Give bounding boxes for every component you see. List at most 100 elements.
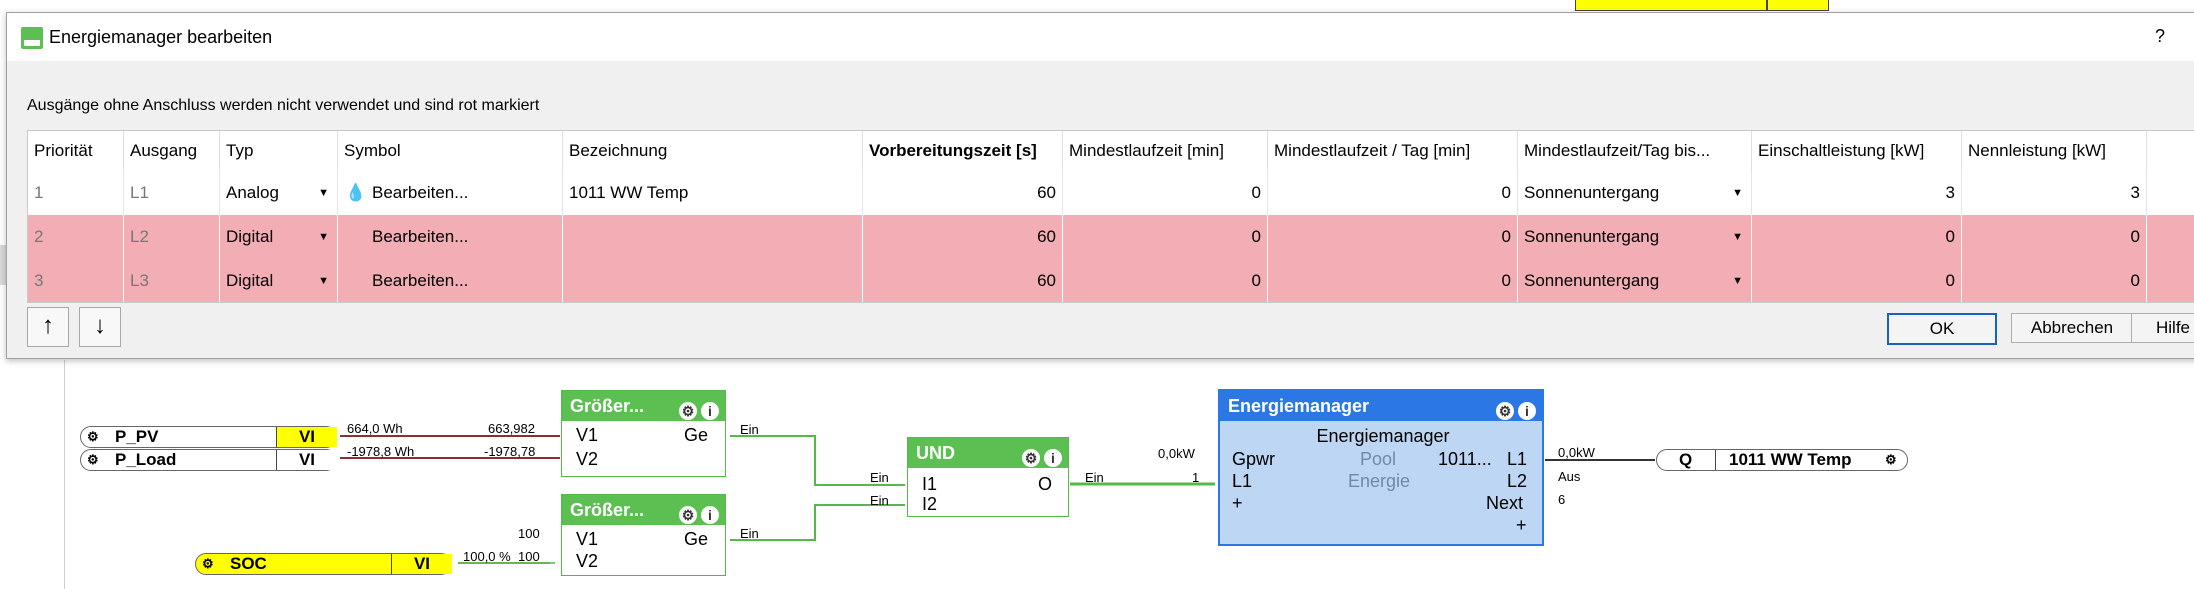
cell-mindestlaufzeit-tag[interactable]: 0	[1268, 171, 1518, 215]
gear-icon[interactable]: ⚙	[87, 429, 99, 444]
until-select[interactable]: Sonnenuntergang▼	[1518, 259, 1752, 302]
background-block	[1575, 0, 1829, 11]
add-input-icon[interactable]: +	[1232, 493, 1243, 513]
col-einschaltleistung[interactable]: Einschaltleistung [kW]	[1752, 131, 1962, 171]
wire-value: Ein	[870, 470, 889, 485]
until-select[interactable]: Sonnenuntergang▼	[1518, 171, 1752, 215]
output-o: O	[1038, 474, 1053, 494]
input-name: P_Load	[115, 450, 177, 469]
table-row[interactable]: 1 L1 Analog ▼ 💧 Bearbeiten... 1011 WW Temp…	[28, 171, 2194, 215]
info-icon[interactable]: i	[1044, 449, 1062, 467]
cell-prioritaet: 3	[28, 259, 124, 302]
col-bezeichnung[interactable]: Bezeichnung	[563, 131, 863, 171]
cell-nennleistung[interactable]: 0	[1962, 215, 2147, 259]
help-icon[interactable]: ?	[2155, 26, 2166, 46]
col-mindestlaufzeit[interactable]: Mindestlaufzeit [min]	[1063, 131, 1268, 171]
info-icon[interactable]: i	[1518, 402, 1536, 420]
move-up-button[interactable]: ↑	[27, 307, 69, 347]
add-output-icon[interactable]: +	[1516, 515, 1527, 535]
cell-bezeichnung[interactable]	[563, 259, 863, 302]
cell-bezeichnung[interactable]: 1011 WW Temp	[563, 171, 863, 215]
wire-value: 100	[518, 549, 540, 564]
gear-icon[interactable]: ⚙	[1022, 449, 1040, 467]
info-icon[interactable]: i	[701, 402, 719, 420]
col-prioritaet[interactable]: Priorität	[28, 131, 124, 171]
canvas-guide-line	[64, 360, 65, 589]
table-row-unconnected[interactable]: 2 L2 Digital▼ Bearbeiten... 60 0 0 Sonne…	[28, 215, 2194, 259]
chevron-down-icon[interactable]: ▼	[318, 275, 329, 287]
col-typ[interactable]: Typ	[220, 131, 338, 171]
symbol-edit[interactable]: Bearbeiten...	[338, 215, 563, 259]
chevron-down-icon[interactable]: ▼	[1732, 231, 1743, 243]
symbol-edit-label: Bearbeiten...	[372, 183, 469, 202]
input-p-pv[interactable]: ⚙ P_PV VI	[80, 426, 337, 448]
output-l1: L1	[1507, 449, 1528, 469]
arrow-up-icon: ↑	[42, 312, 54, 339]
gear-icon[interactable]: ⚙	[87, 452, 99, 467]
type-value: Analog	[226, 183, 279, 202]
cell-ausgang: L1	[124, 171, 220, 215]
type-select[interactable]: Analog ▼	[220, 171, 338, 215]
input-v2: V2	[576, 449, 599, 469]
cell-mindestlaufzeit-tag[interactable]: 0	[1268, 215, 1518, 259]
input-i2: I2	[922, 494, 938, 514]
input-soc[interactable]: ⚙ SOC VI	[195, 553, 452, 575]
greater-block-2[interactable]: Größer...⚙i V1 V2 Ge	[561, 494, 726, 576]
input-p-load[interactable]: ⚙ P_Load VI	[80, 449, 337, 471]
cell-vorbereitungszeit[interactable]: 60	[863, 171, 1063, 215]
cell-einschaltleistung[interactable]: 3	[1752, 171, 1962, 215]
gear-icon[interactable]: ⚙	[202, 556, 214, 571]
gear-icon[interactable]: ⚙	[1885, 452, 1897, 467]
energy-manager-block[interactable]: Energiemanager⚙i Energiemanager Gpwr Poo…	[1218, 389, 1544, 546]
cell-mindestlaufzeit[interactable]: 0	[1063, 171, 1268, 215]
cell-bezeichnung[interactable]	[563, 215, 863, 259]
col-symbol[interactable]: Symbol	[338, 131, 563, 171]
help-button[interactable]: Hilfe	[2131, 313, 2194, 343]
greater-block-1[interactable]: Größer...⚙i V1 V2 Ge	[561, 390, 726, 477]
col-mindestlaufzeit-tag[interactable]: Mindestlaufzeit / Tag [min]	[1268, 131, 1518, 171]
info-icon[interactable]: i	[701, 506, 719, 524]
symbol-edit[interactable]: 💧 Bearbeiten...	[338, 171, 563, 215]
cell-vorbereitungszeit[interactable]: 60	[863, 259, 1063, 302]
wire-value: 1	[1192, 470, 1200, 485]
dialog-titlebar: Energiemanager bearbeiten ?	[7, 13, 2194, 61]
cell-ausgang: L3	[124, 259, 220, 302]
cell-einschaltleistung[interactable]: 0	[1752, 259, 1962, 302]
cell-mindestlaufzeit[interactable]: 0	[1063, 215, 1268, 259]
col-ausgang[interactable]: Ausgang	[124, 131, 220, 171]
cell-nennleistung[interactable]: 0	[1962, 259, 2147, 302]
ok-button[interactable]: OK	[1887, 313, 1997, 345]
gear-icon[interactable]: ⚙	[679, 402, 697, 420]
cell-vorbereitungszeit[interactable]: 60	[863, 215, 1063, 259]
wire-value: 100	[518, 526, 540, 541]
chevron-down-icon[interactable]: ▼	[318, 187, 329, 199]
cell-mindestlaufzeit[interactable]: 0	[1063, 259, 1268, 302]
input-name: SOC	[230, 554, 267, 573]
output-ge: Ge	[684, 425, 709, 445]
table-row-unconnected[interactable]: 3 L3 Digital▼ Bearbeiten... 60 0 0 Sonne…	[28, 259, 2194, 302]
until-select[interactable]: Sonnenuntergang▼	[1518, 215, 1752, 259]
cell-einschaltleistung[interactable]: 0	[1752, 215, 1962, 259]
output-1011-ww-temp[interactable]: Q 1011 WW Temp ⚙	[1656, 449, 1908, 471]
chevron-down-icon[interactable]: ▼	[318, 231, 329, 243]
cell-mindestlaufzeit-tag[interactable]: 0	[1268, 259, 1518, 302]
cell-nennleistung[interactable]: 3	[1962, 171, 2147, 215]
col-mindestlaufzeit-bis[interactable]: Mindestlaufzeit/Tag bis...	[1518, 131, 1752, 171]
col-vorbereitungszeit[interactable]: Vorbereitungszeit [s]	[863, 131, 1063, 171]
cell-prioritaet: 1	[28, 171, 124, 215]
wire-value: Ein	[740, 422, 759, 437]
water-drop-icon: 💧	[345, 183, 367, 202]
type-select[interactable]: Digital▼	[220, 259, 338, 302]
chevron-down-icon[interactable]: ▼	[1732, 275, 1743, 287]
cancel-button[interactable]: Abbrechen	[2011, 313, 2133, 343]
chevron-down-icon[interactable]: ▼	[1732, 187, 1743, 199]
and-block[interactable]: UND⚙i I1 I2 O	[907, 437, 1069, 517]
gear-icon[interactable]: ⚙	[1496, 402, 1514, 420]
col-nennleistung[interactable]: Nennleistung [kW]	[1962, 131, 2147, 171]
symbol-edit[interactable]: Bearbeiten...	[338, 259, 563, 302]
gear-icon[interactable]: ⚙	[679, 506, 697, 524]
type-select[interactable]: Digital▼	[220, 215, 338, 259]
block-title: Größer...	[570, 500, 645, 520]
wire-value: 663,982	[488, 421, 535, 436]
move-down-button[interactable]: ↓	[79, 307, 121, 347]
